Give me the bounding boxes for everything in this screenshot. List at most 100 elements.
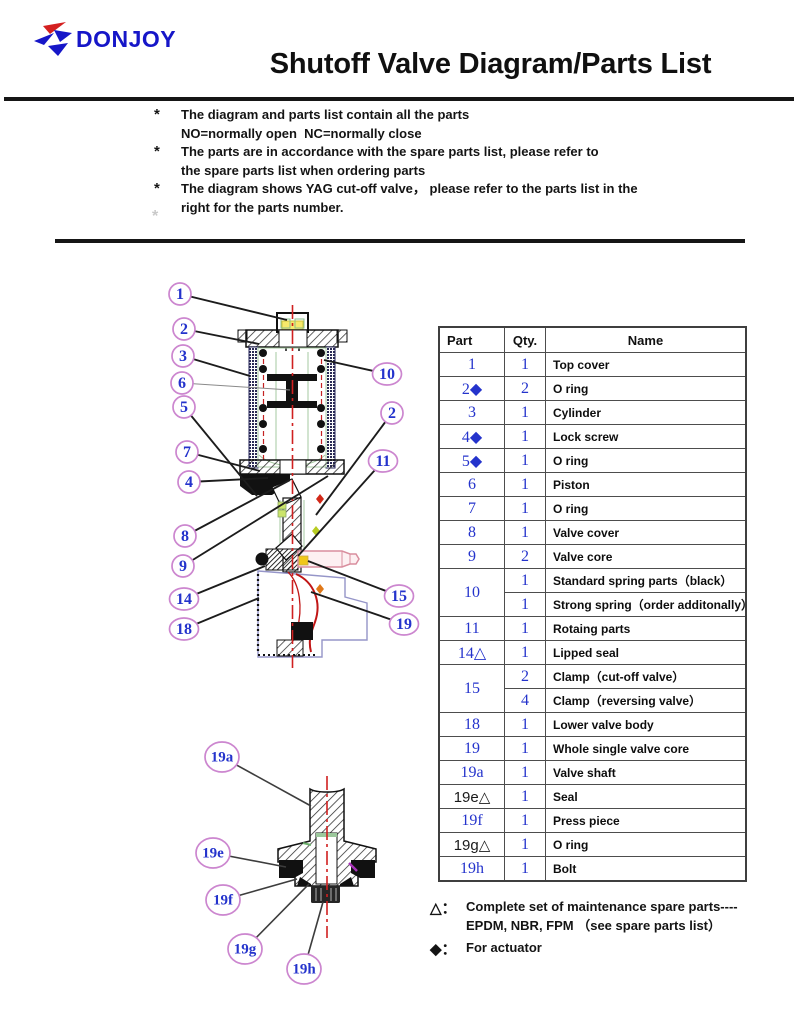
part-name: Lower valve body <box>545 712 747 737</box>
part-name: Lipped seal <box>545 640 747 665</box>
part-qty: 1 <box>504 592 546 617</box>
callout-label: 3 <box>179 348 187 365</box>
part-name: Seal <box>545 784 747 809</box>
callout-19: 19 <box>310 591 420 636</box>
part-name: O ring <box>545 376 747 401</box>
part-number: 9 <box>438 544 505 569</box>
callout-label: 2 <box>180 321 188 338</box>
clamp-part <box>297 550 360 568</box>
column-header-part: Part <box>438 326 505 353</box>
note-item: *The diagram and parts list contain all … <box>154 106 674 143</box>
callout-label: 2 <box>388 405 396 422</box>
top-cover-part <box>276 312 309 333</box>
part-number: 1 <box>438 352 505 377</box>
callout-label: 19g <box>234 942 257 958</box>
part-name: Lock screw <box>545 424 747 449</box>
part-number: 14△ <box>438 640 505 665</box>
part-number: 11 <box>438 616 505 641</box>
main-valve-drawing <box>237 305 368 668</box>
logo-mark-icon <box>34 22 72 56</box>
valve-cover-part <box>239 459 345 475</box>
notes-list: * The diagram and parts list contain all … <box>154 106 674 217</box>
callout-19g: 19g <box>227 883 310 965</box>
legend-text: Complete set of maintenance spare parts-… <box>466 899 738 933</box>
part-name: Cylinder <box>545 400 747 425</box>
part-qty: 4 <box>504 688 546 713</box>
faint-asterisk: * <box>152 208 159 225</box>
part-number: 6 <box>438 472 505 497</box>
part-name: O ring <box>545 832 747 857</box>
part-name: Valve core <box>545 544 747 569</box>
cylinder-wall-left <box>248 346 259 469</box>
part-qty: 1 <box>504 448 546 473</box>
page-title: Shutoff Valve Diagram/Parts List <box>269 48 712 80</box>
part-number: 10 <box>438 568 505 617</box>
part-number: 19a <box>438 760 505 785</box>
part-qty: 1 <box>504 568 546 593</box>
callout-19f: 19f <box>205 878 298 916</box>
part-name: Standard spring parts（black） <box>545 568 747 593</box>
callout-label: 5 <box>180 399 188 416</box>
seal-right <box>351 860 375 878</box>
callout-label: 6 <box>178 375 186 392</box>
part-name: O ring <box>545 448 747 473</box>
lower-valve-body <box>257 570 368 658</box>
callout-19h: 19h <box>286 901 324 985</box>
cylinder-wall-right <box>325 346 336 469</box>
note-text: The diagram shows YAG cut-off valve， ple… <box>181 181 638 215</box>
note-text: The diagram and parts list contain all t… <box>181 107 470 141</box>
part-name: Valve cover <box>545 520 747 545</box>
part-name: Whole single valve core <box>545 736 747 761</box>
top-divider <box>4 97 794 101</box>
callout-9: 9 <box>171 475 329 578</box>
part-qty: 1 <box>504 352 546 377</box>
asterisk-mark: * <box>154 143 160 160</box>
callout-label: 9 <box>179 558 187 575</box>
part-number: 5◆ <box>438 448 505 473</box>
part-number: 19 <box>438 736 505 761</box>
part-number: 19g△ <box>438 832 505 857</box>
callout-7: 7 <box>175 440 261 472</box>
part-name: Valve shaft <box>545 760 747 785</box>
callout-label: 7 <box>183 444 191 461</box>
callout-14: 14 <box>168 565 266 611</box>
callout-label: 19h <box>292 962 316 978</box>
part-qty: 1 <box>504 760 546 785</box>
seal-left <box>279 860 303 878</box>
callout-10: 10 <box>323 359 403 386</box>
part-qty: 1 <box>504 856 546 882</box>
part-name: Press piece <box>545 808 747 833</box>
part-number: 15 <box>438 664 505 713</box>
callout-label: 11 <box>375 453 390 470</box>
part-qty: 2 <box>504 544 546 569</box>
callout-5: 5 <box>172 395 258 497</box>
callout-3: 3 <box>171 344 251 377</box>
cylinder-top-flange <box>245 329 339 348</box>
part-qty: 1 <box>504 784 546 809</box>
part-number: 2◆ <box>438 376 505 401</box>
part-qty: 1 <box>504 520 546 545</box>
callout-label: 10 <box>379 366 395 383</box>
part-qty: 2 <box>504 664 546 689</box>
valve-core-detail-drawing <box>277 776 377 938</box>
callout-1: 1 <box>168 282 288 321</box>
part-name: O ring <box>545 496 747 521</box>
legend-text: For actuator <box>466 940 542 955</box>
part-number: 18 <box>438 712 505 737</box>
part-name: Top cover <box>545 352 747 377</box>
